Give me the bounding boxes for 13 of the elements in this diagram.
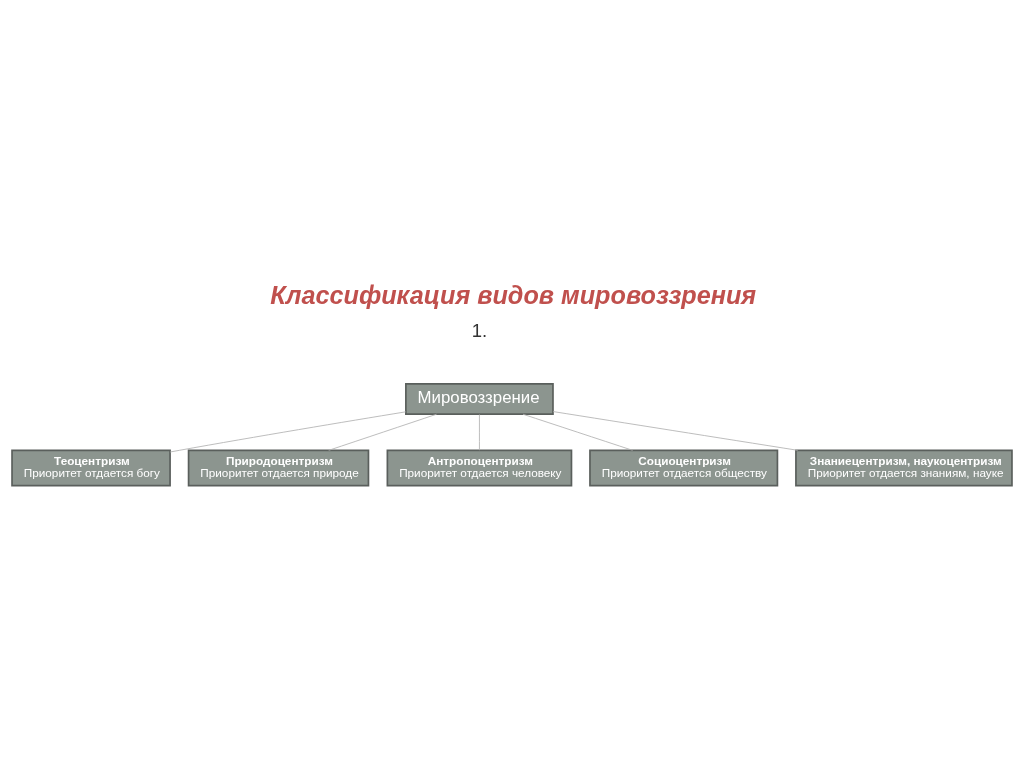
node-box: Мировоззрение: [405, 383, 554, 415]
node-box: Антропоцентризм Приоритет отдается человеку: [386, 449, 573, 487]
connector: [522, 413, 634, 451]
connector: [169, 411, 407, 453]
node-box: Знаниецентризм, наукоцентризм Приоритет отдается знаниям, науке: [795, 449, 1013, 487]
connector: [552, 411, 799, 451]
label: 1.: [471, 319, 488, 341]
node-box: Природоцентризм Приоритет отдается природе: [187, 449, 370, 487]
connector: [328, 413, 437, 451]
diagram-title: Классификация видов мировоззрения: [270, 281, 757, 310]
node-box: Социоцентризм Приоритет отдается обществу: [589, 449, 779, 487]
connector: [479, 414, 480, 451]
node-box: Теоцентризм Приоритет отдается богу: [11, 449, 171, 487]
